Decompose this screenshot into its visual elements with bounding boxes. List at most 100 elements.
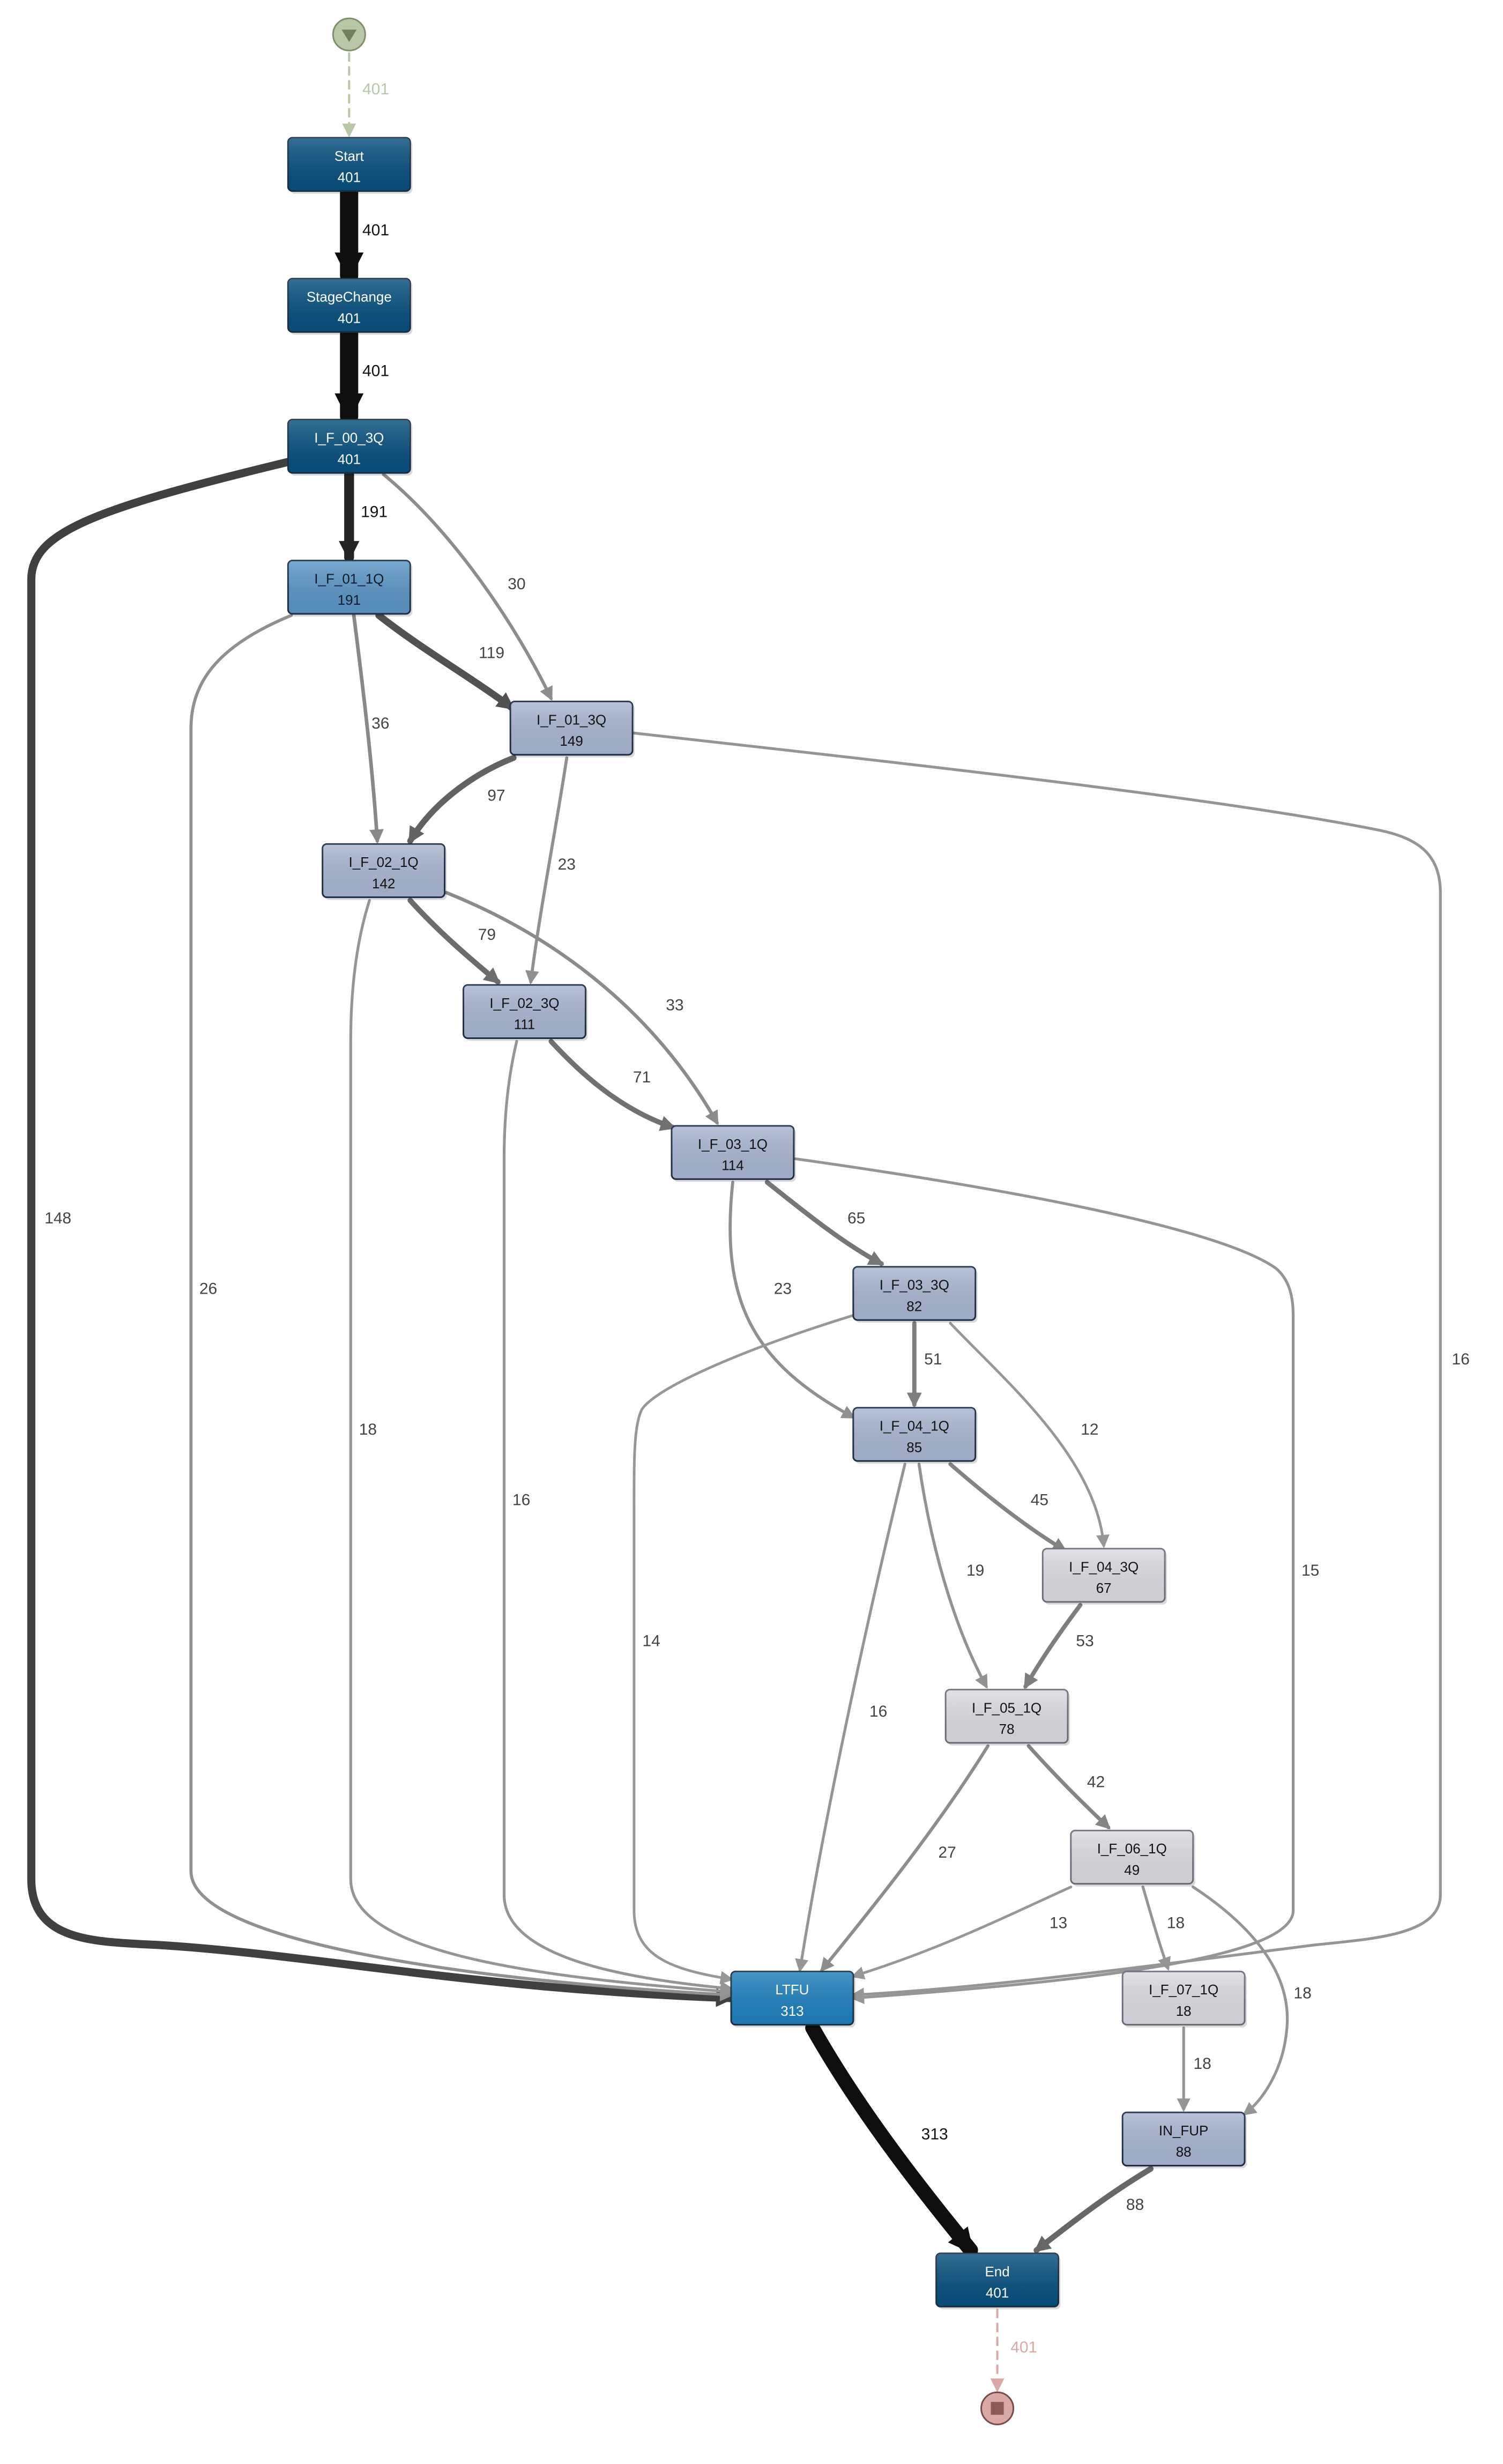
activity-node-if04-1q[interactable]: I_F_04_1Q 85 [852, 1407, 978, 1464]
edge-count-label: 26 [199, 1280, 217, 1297]
activity-node-ltfu[interactable]: LTFU 313 [730, 1970, 855, 2028]
edge-count-label: 97 [487, 786, 505, 804]
node-count: 142 [372, 875, 395, 892]
edge-count-label: 401 [362, 221, 389, 239]
node-label: StageChange [307, 289, 392, 305]
node-count: 191 [338, 592, 361, 608]
edge-count-label: 53 [1076, 1632, 1093, 1650]
activity-node-if01-3q[interactable]: I_F_01_3Q 149 [509, 701, 635, 758]
activity-node-end[interactable]: End 401 [935, 2252, 1061, 2310]
edge-if04-1q-to-if05-1q [917, 1463, 988, 1689]
edge-if05-1q-to-if06-1q [1026, 1744, 1111, 1830]
edge-count-label: 88 [1126, 2196, 1144, 2214]
node-count: 401 [338, 451, 361, 467]
node-label: LTFU [775, 1981, 809, 1998]
node-count: 85 [906, 1439, 922, 1455]
edges-layer [27, 52, 1442, 2393]
node-label: I_F_02_3Q [489, 995, 559, 1011]
activity-node-if06-1q[interactable]: I_F_06_1Q 49 [1070, 1829, 1195, 1887]
edge-count-label: 401 [362, 362, 389, 380]
edge-if01-3q-to-if02-1q [407, 755, 517, 844]
edge-if01-1q-to-ltfu [189, 614, 734, 2001]
edge-count-label: 42 [1087, 1773, 1105, 1791]
node-label: I_F_03_1Q [698, 1136, 768, 1152]
edge-count-label: 13 [1050, 1914, 1067, 1932]
edge-if01-1q-to-if02-1q [352, 613, 384, 844]
node-count: 401 [986, 2285, 1009, 2301]
edge-if06-1q-to-in-fup [1192, 1886, 1289, 2116]
edge-if02-1q-to-if02-3q [407, 897, 501, 985]
edge-if06-1q-to-ltfu [851, 1886, 1073, 1980]
activity-node-if02-3q[interactable]: I_F_02_3Q 111 [463, 984, 588, 1041]
edge-count-label: 14 [642, 1632, 660, 1650]
activity-node-if03-3q[interactable]: I_F_03_3Q 82 [852, 1266, 978, 1323]
edge-if02-3q-to-if03-1q [548, 1038, 676, 1131]
edge-if00-3q-to-if01-3q [382, 472, 553, 701]
edge-count-label: 71 [633, 1068, 651, 1086]
edge-if01-1q-to-if01-3q [375, 612, 516, 711]
edge-count-label: 19 [966, 1562, 984, 1579]
edge-count-label: 401 [362, 80, 389, 98]
node-label: I_F_04_3Q [1069, 1558, 1139, 1575]
node-count: 111 [514, 1016, 535, 1033]
activity-node-if05-1q[interactable]: I_F_05_1Q 78 [944, 1689, 1070, 1746]
activity-node-if01-1q[interactable]: I_F_01_1Q 191 [287, 560, 413, 617]
edge-count-label: 119 [479, 644, 504, 662]
node-count: 49 [1124, 1862, 1140, 1878]
edge-count-label: 18 [359, 1421, 377, 1438]
nodes-layer: Start401StageChange401I_F_00_3Q401I_F_01… [287, 137, 1247, 2310]
edge-count-label: 18 [1194, 2055, 1211, 2073]
edge-if02-3q-to-ltfu [502, 1040, 734, 1995]
node-label: I_F_01_3Q [537, 711, 606, 728]
edge-count-label: 79 [478, 926, 496, 944]
node-count: 149 [560, 733, 583, 749]
edge-count-label: 16 [1452, 1350, 1469, 1368]
edge-if02-1q-to-ltfu [349, 899, 734, 1998]
edge-count-label: 27 [938, 1844, 956, 1861]
node-count: 78 [999, 1721, 1015, 1737]
node-label: I_F_03_3Q [880, 1277, 949, 1293]
node-count: 313 [780, 2003, 803, 2019]
edge-count-label: 401 [1010, 2339, 1037, 2356]
edge-in-fup-to-end [1033, 2166, 1154, 2253]
edge-if06-1q-to-if07-1q [1141, 1886, 1171, 1971]
node-count: 401 [338, 169, 361, 185]
edge-if03-3q-to-ltfu [633, 1314, 855, 1985]
edge-if04-1q-to-if04-3q [948, 1462, 1067, 1553]
edge-count-label: 12 [1081, 1421, 1098, 1438]
edge-if03-1q-to-ltfu [794, 1157, 1295, 2005]
edge-count-label: 33 [666, 997, 683, 1014]
edge-if00-3q-to-ltfu [27, 458, 735, 2007]
edge-count-label: 23 [774, 1280, 792, 1297]
edge-count-label: 148 [44, 1209, 71, 1227]
edge-if03-1q-to-if03-3q [764, 1179, 884, 1266]
edge-if03-1q-to-if04-1q [728, 1181, 856, 1419]
edge-count-label: 23 [558, 856, 576, 873]
node-label: I_F_01_1Q [314, 570, 384, 587]
edge-if01-3q-to-ltfu [631, 731, 1442, 2001]
edge-if02-1q-to-if03-1q [444, 890, 719, 1125]
node-count: 18 [1176, 2003, 1192, 2019]
node-label: IN_FUP [1159, 2122, 1208, 2139]
edge-if04-1q-to-ltfu [795, 1463, 906, 1973]
node-label: End [985, 2263, 1009, 2280]
node-label: I_F_04_1Q [880, 1418, 949, 1434]
edge-count-label: 45 [1031, 1491, 1048, 1509]
edge-count-label: 16 [869, 1703, 887, 1720]
edge-count-label: 30 [508, 575, 525, 593]
edge-count-label: 18 [1293, 1985, 1311, 2002]
edge-count-label: 65 [847, 1209, 865, 1227]
node-label: I_F_06_1Q [1097, 1840, 1167, 1857]
node-label: I_F_05_1Q [972, 1699, 1041, 1716]
edge-count-label: 313 [921, 2126, 948, 2143]
node-count: 82 [906, 1298, 922, 1314]
